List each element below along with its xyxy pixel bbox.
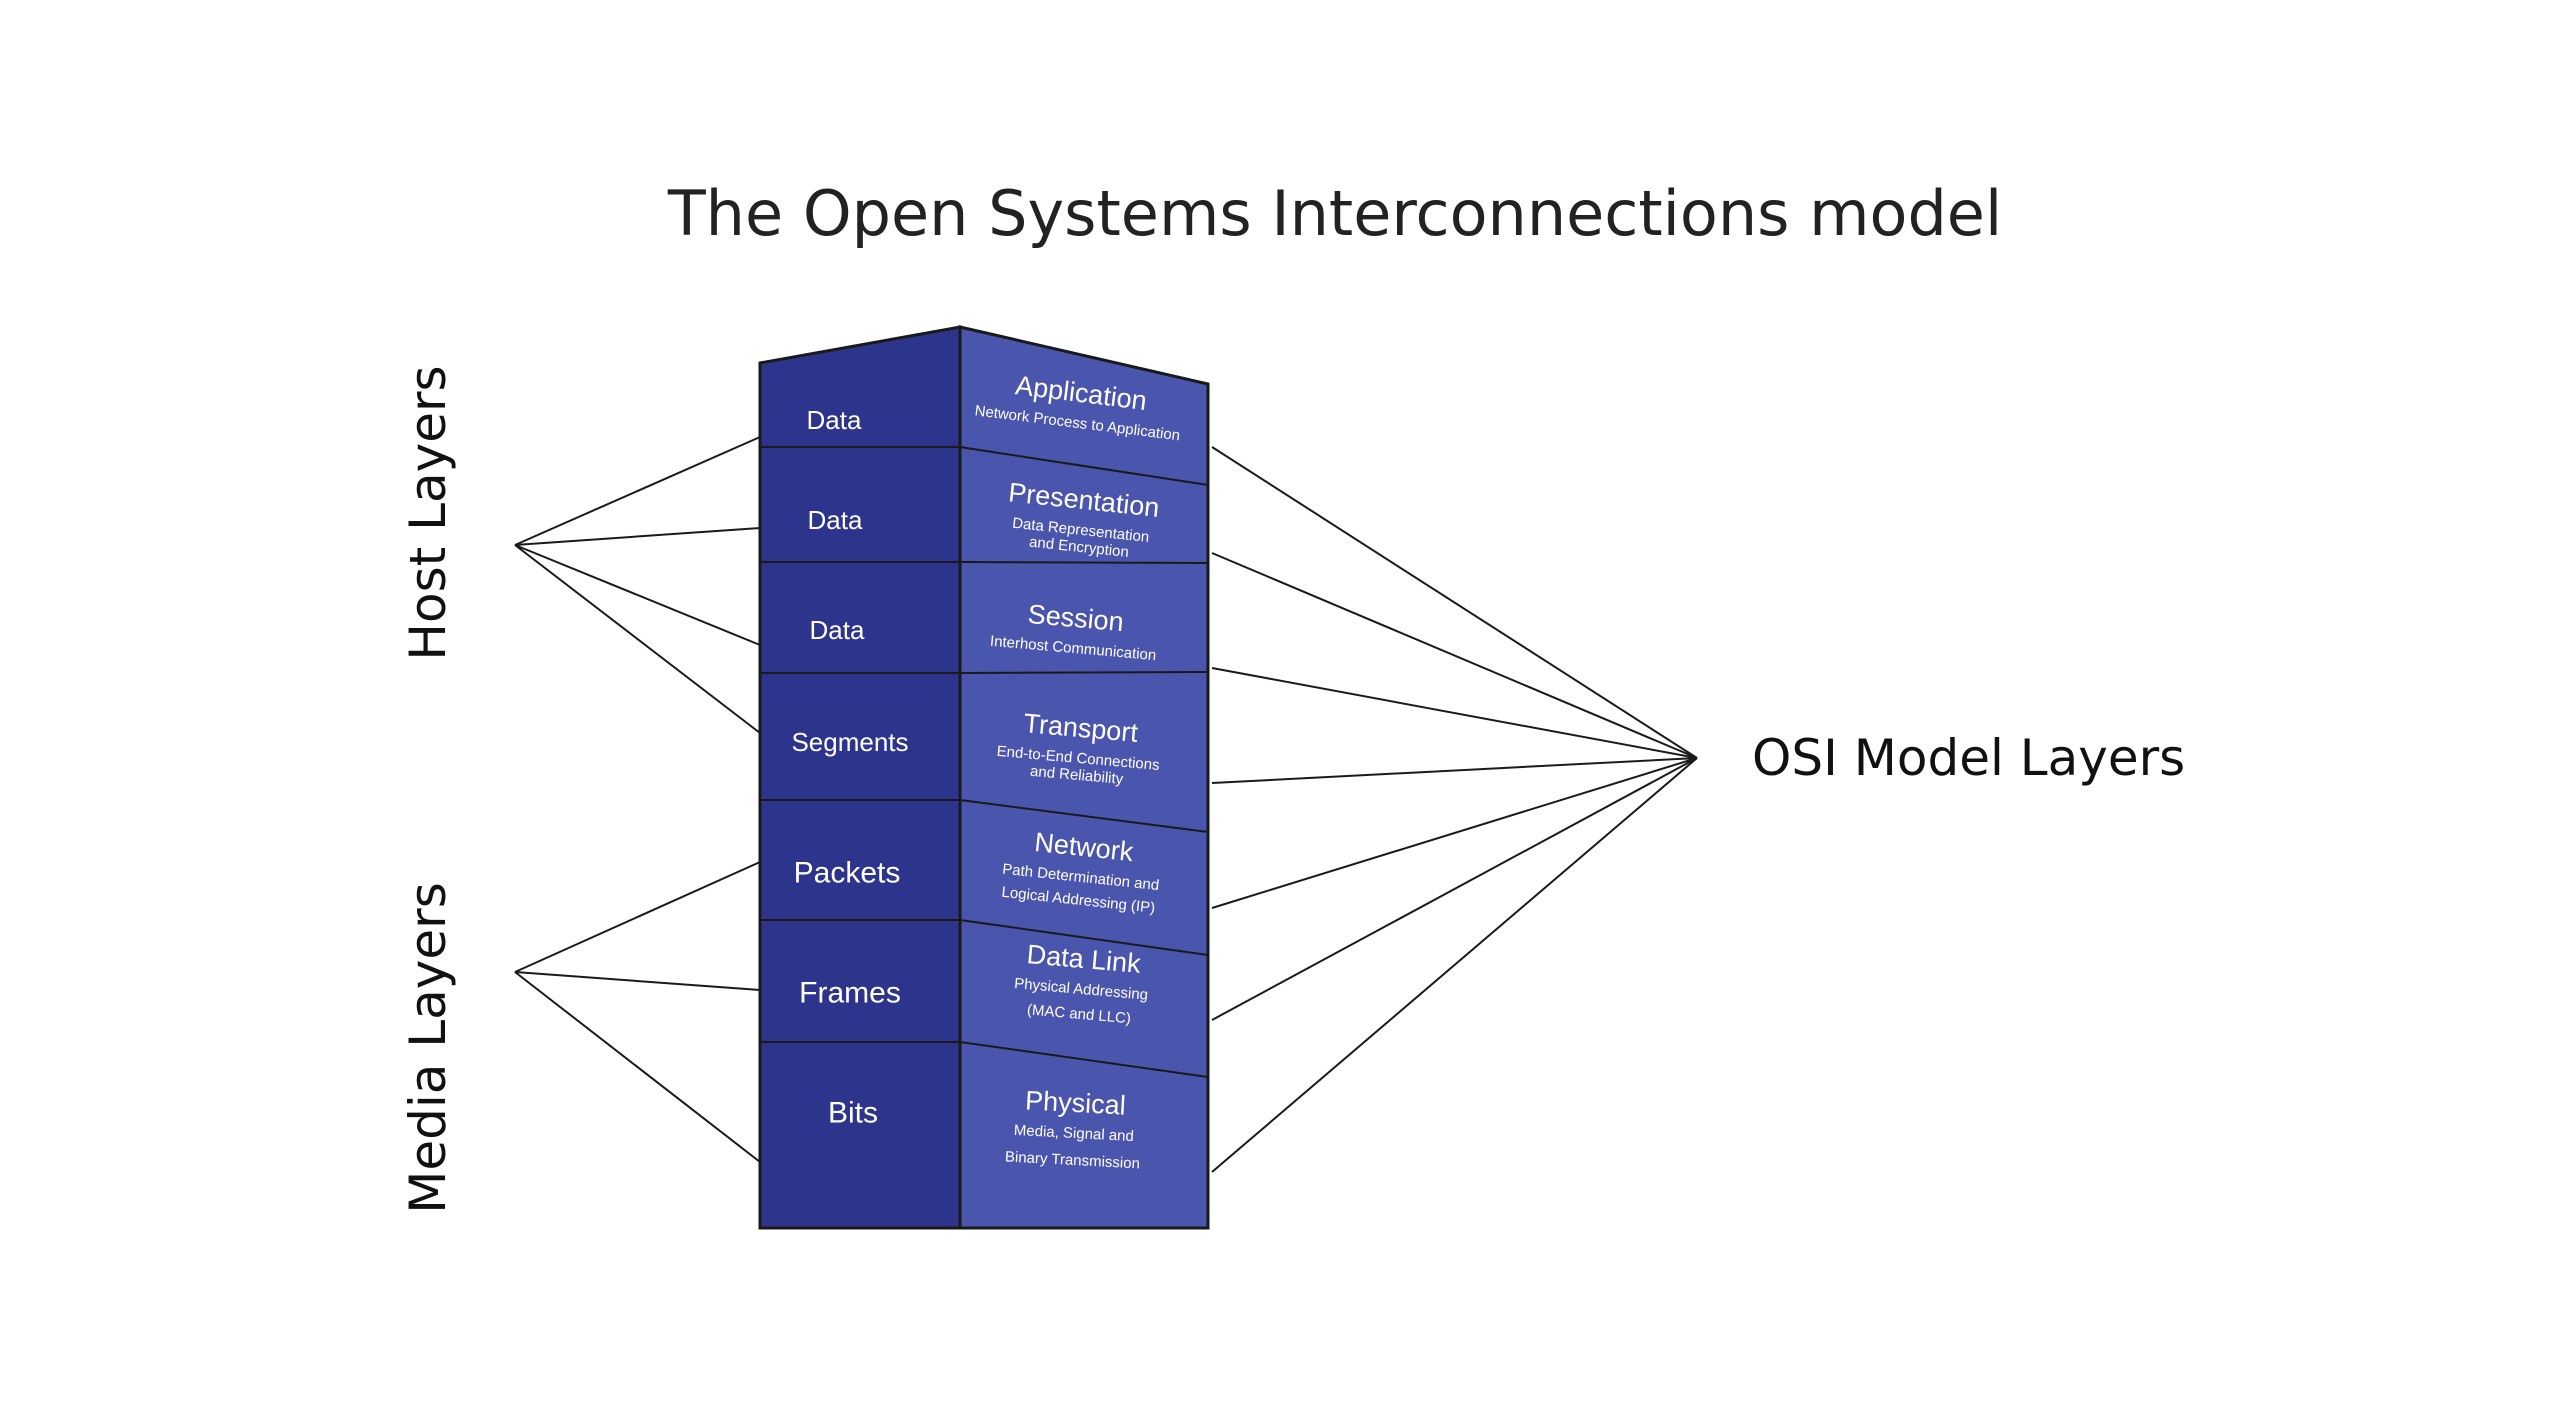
host-connector-line	[514, 527, 761, 546]
right-layer-divider	[959, 1041, 1209, 1078]
right-layer-divider	[959, 919, 1209, 956]
media-connector-line	[514, 971, 761, 991]
osi-connector-line	[1211, 667, 1698, 759]
right-layer-divider	[959, 799, 1209, 833]
layer-dividers	[760, 327, 1209, 1228]
host-layers-label: Host Layers	[399, 365, 457, 660]
osi-connector-line	[1211, 757, 1698, 909]
osi-connector-line	[1211, 552, 1698, 759]
tower-left-face	[758, 325, 962, 1230]
pdu-label: Segments	[791, 727, 908, 757]
pdu-label: Frames	[799, 977, 901, 1010]
osi-connector-line	[1211, 446, 1698, 759]
layer-name: Physical	[1024, 1085, 1126, 1120]
osi-connector-line	[1211, 757, 1698, 784]
connector-lines	[514, 436, 1698, 1173]
pdu-label: Data	[807, 405, 862, 435]
host-connector-line	[514, 544, 761, 734]
media-connector-line	[514, 861, 761, 973]
host-connector-line	[514, 436, 761, 546]
diagram-title: The Open Systems Interconnections model	[667, 177, 2002, 250]
right-layer-divider	[959, 561, 1209, 564]
media-connector-line	[514, 971, 761, 1163]
right-layer-divider	[959, 446, 1209, 486]
pdu-label: Data	[810, 615, 865, 645]
layer-description: Media, Signal and	[1013, 1122, 1134, 1145]
right-layer-divider	[959, 671, 1209, 674]
pdu-label: Packets	[794, 857, 901, 890]
osi-model-layers-label: OSI Model Layers	[1752, 729, 2185, 787]
pdu-label: Data	[808, 505, 863, 535]
media-layers-label: Media Layers	[399, 882, 457, 1214]
osi-connector-line	[1211, 757, 1698, 1021]
osi-connector-line	[1211, 757, 1698, 1173]
host-connector-line	[514, 544, 761, 646]
pdu-label: Bits	[828, 1097, 878, 1130]
